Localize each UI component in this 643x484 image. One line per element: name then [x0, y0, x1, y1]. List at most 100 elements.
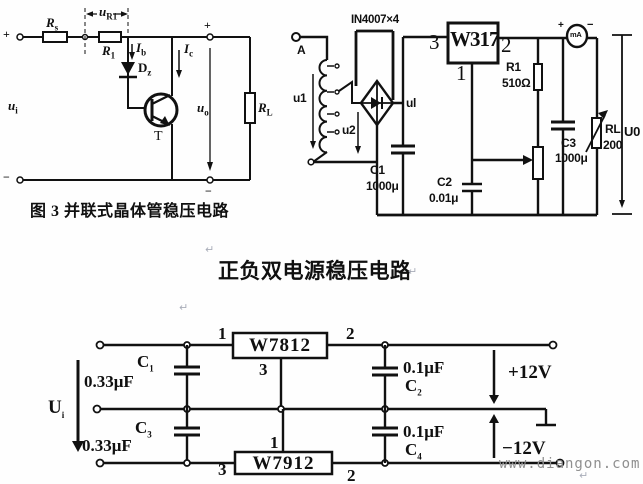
w7912-pin1: 1 [270, 433, 279, 452]
ul-label: ul [406, 96, 417, 110]
w7912-pin3: 3 [218, 460, 227, 479]
fig3-rs-label: Rs [46, 15, 59, 33]
w317-label: W317 [450, 27, 500, 51]
transformer-winding [318, 59, 328, 154]
ib-arrow [129, 44, 135, 60]
w317-box [446, 21, 500, 65]
fig3-ib-label: Ib [136, 40, 147, 58]
u1-label: u1 [293, 91, 307, 105]
ui-arrow [72, 360, 84, 452]
w7812-label: W7812 [249, 335, 311, 356]
fig3-circuit [16, 8, 256, 184]
minus12v-label: −12V [502, 438, 546, 459]
capacitor-c1 [391, 144, 415, 155]
rl-name: RL [605, 122, 621, 136]
u1-arrow [310, 74, 316, 149]
w7812-pin1: 1 [218, 324, 227, 343]
rl-value: 200 [603, 138, 623, 152]
capacitor-c2 [462, 182, 482, 193]
ui-label: Ui [48, 397, 65, 420]
ic-arrow [176, 50, 182, 78]
w317-circuit [291, 21, 632, 217]
u2-label: u2 [342, 123, 356, 137]
c3-cap-value: 0.33μF [82, 436, 132, 455]
transistor-t [143, 92, 179, 128]
w7812-box [231, 331, 329, 360]
fig3-rl-label: RL [258, 100, 273, 118]
u2-arrow [355, 112, 361, 154]
fig3-minus-out: − [205, 184, 212, 198]
fig3-t-label: T [154, 129, 163, 144]
c4-cap-label: C4 [405, 440, 422, 462]
uo-arrow [207, 48, 213, 171]
capacitors-c2-c4 [372, 366, 398, 437]
fig3-plus-in: + [3, 27, 10, 41]
pilcrow-mark: ↵ [579, 469, 589, 482]
fig3-caption: 图 3 并联式晶体管稳压电路 [30, 203, 230, 220]
resistor-r1-510 [533, 63, 543, 91]
c1-cap-value: 0.33μF [84, 372, 134, 391]
c2-name: C2 [437, 175, 452, 189]
ammeter [565, 23, 589, 49]
u0-measure [612, 34, 632, 215]
fig3-ic-label: Ic [184, 41, 194, 59]
c3-value: 1000μ [555, 151, 588, 165]
wiper-arrow [472, 155, 533, 165]
w7812-pin2: 2 [346, 324, 355, 343]
bridge-rectifier [359, 78, 395, 128]
c2-value: 0.01μ [429, 191, 459, 205]
capacitors-c1-c3 [174, 365, 200, 437]
resistor-rl [244, 92, 256, 124]
pilcrow-mark: ↵ [408, 265, 418, 278]
ur1-arrows [86, 11, 128, 17]
w7912-pin2: 2 [347, 466, 356, 484]
fig3-ur1-label: uR1 [99, 4, 118, 22]
fig3-plus-out: + [204, 18, 211, 32]
c4-cap-value: 0.1μF [403, 422, 445, 441]
ground-stub [97, 407, 556, 427]
diodes-label: IN4007×4 [351, 14, 399, 26]
potentiometer [532, 146, 544, 180]
w317-pin1: 1 [456, 61, 467, 85]
pilcrow-mark: ↵ [179, 301, 189, 314]
ammeter-label: mA [570, 30, 582, 39]
pilcrow-mark: ↵ [205, 243, 215, 256]
meter-minus: − [587, 19, 594, 31]
u0-label: U0 [624, 124, 641, 139]
w7912-label: W7912 [252, 453, 315, 474]
r1-value: 510Ω [502, 76, 531, 90]
fig3-minus-in: − [3, 170, 10, 184]
r1-name: R1 [506, 60, 521, 74]
resistor-rs [42, 31, 68, 43]
rl-variable-arrow [585, 110, 608, 153]
meter-plus: + [558, 20, 564, 31]
c2-cap-label: C2 [405, 376, 422, 398]
fig3-dz-label: Dz [138, 60, 152, 78]
fig3-ui-label: ui [8, 98, 18, 116]
bridge-feed-wires [354, 29, 395, 100]
c1-cap-label: C1 [137, 352, 154, 374]
fig3-r1-label: R1 [102, 43, 116, 61]
dual-supply-circuit [72, 331, 565, 476]
c1-value: 1000μ [366, 179, 399, 193]
tap-selector [338, 80, 361, 104]
capacitor-c3 [551, 120, 575, 131]
zener-dz [119, 62, 137, 79]
terminal-a [291, 32, 301, 42]
terminal-a-label: A [297, 43, 306, 57]
w317-pin2: 2 [501, 33, 512, 57]
resistor-r1 [98, 31, 122, 43]
c2-cap-value: 0.1μF [403, 358, 445, 377]
c3-cap-label: C3 [135, 418, 152, 440]
plus12-arrow [489, 350, 499, 404]
watermark: www.diangon.com [499, 456, 641, 472]
fig3-uo-label: uo [197, 100, 209, 118]
plus12v-label: +12V [508, 362, 552, 383]
c1-name: C1 [370, 163, 385, 177]
minus12-arrow [489, 414, 499, 458]
w7812-pin3: 3 [259, 360, 268, 379]
w317-pin3: 3 [429, 30, 440, 54]
c3-name: C3 [561, 136, 576, 150]
